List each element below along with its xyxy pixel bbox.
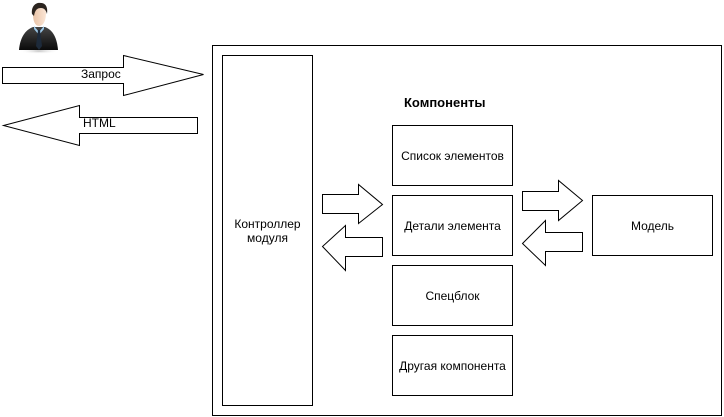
component-label: Детали элемента (404, 218, 501, 233)
component-special-box: Спецблок (392, 265, 513, 326)
model-label: Модель (630, 218, 675, 233)
component-other-box: Другая компонента (392, 335, 513, 396)
component-details-box: Детали элемента (392, 195, 513, 256)
components-to-controller-arrow (321, 224, 383, 272)
component-list-box: Список элементов (392, 125, 513, 186)
controller-label: Контроллер модуля (234, 216, 301, 245)
components-to-model-arrow (522, 179, 584, 222)
request-arrow (2, 54, 204, 97)
component-label: Список элементов (401, 148, 504, 163)
component-label: Спецблок (425, 288, 480, 303)
model-to-components-arrow (521, 219, 583, 267)
controller-box: Контроллер модуля (222, 55, 313, 406)
controller-to-components-arrow (322, 183, 384, 225)
components-title: Компоненты (404, 95, 486, 110)
model-box: Модель (592, 195, 713, 256)
businessman-user-icon (19, 2, 59, 54)
component-label: Другая компонента (399, 358, 506, 373)
response-arrow (1, 104, 198, 147)
response-arrow-label: HTML (83, 116, 116, 130)
request-arrow-label: Запрос (81, 67, 121, 81)
